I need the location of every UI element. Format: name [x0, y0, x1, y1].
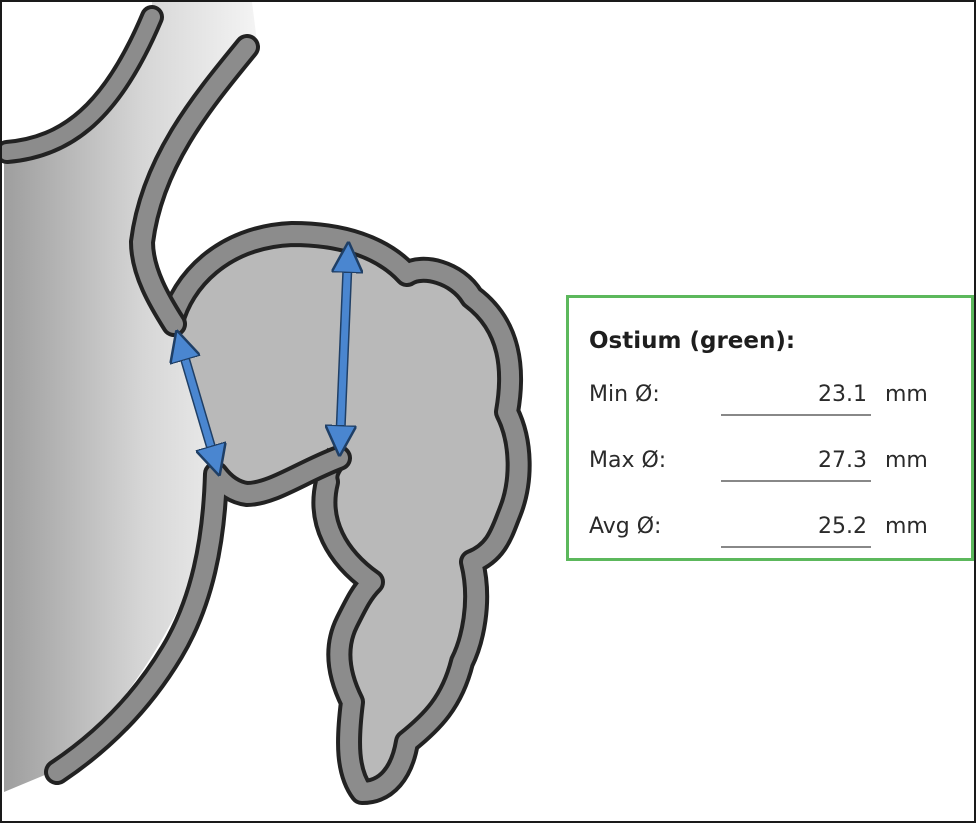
- min-diameter-label: Min Ø:: [589, 382, 660, 407]
- avg-diameter-row: Avg Ø: 25.2 mm: [589, 514, 959, 550]
- max-diameter-row: Max Ø: 27.3 mm: [589, 448, 959, 484]
- avg-diameter-unit: mm: [885, 514, 928, 539]
- max-diameter-value: 27.3: [721, 448, 871, 482]
- min-diameter-value: 23.1: [721, 382, 871, 416]
- min-diameter-unit: mm: [885, 382, 928, 407]
- min-diameter-row: Min Ø: 23.1 mm: [589, 382, 959, 418]
- avg-diameter-value: 25.2: [721, 514, 871, 548]
- panel-title: Ostium (green):: [589, 328, 795, 354]
- max-diameter-unit: mm: [885, 448, 928, 473]
- ostium-measurement-panel: Ostium (green): Min Ø: 23.1 mm Max Ø: 27…: [566, 295, 974, 561]
- max-diameter-label: Max Ø:: [589, 448, 666, 473]
- avg-diameter-label: Avg Ø:: [589, 514, 661, 539]
